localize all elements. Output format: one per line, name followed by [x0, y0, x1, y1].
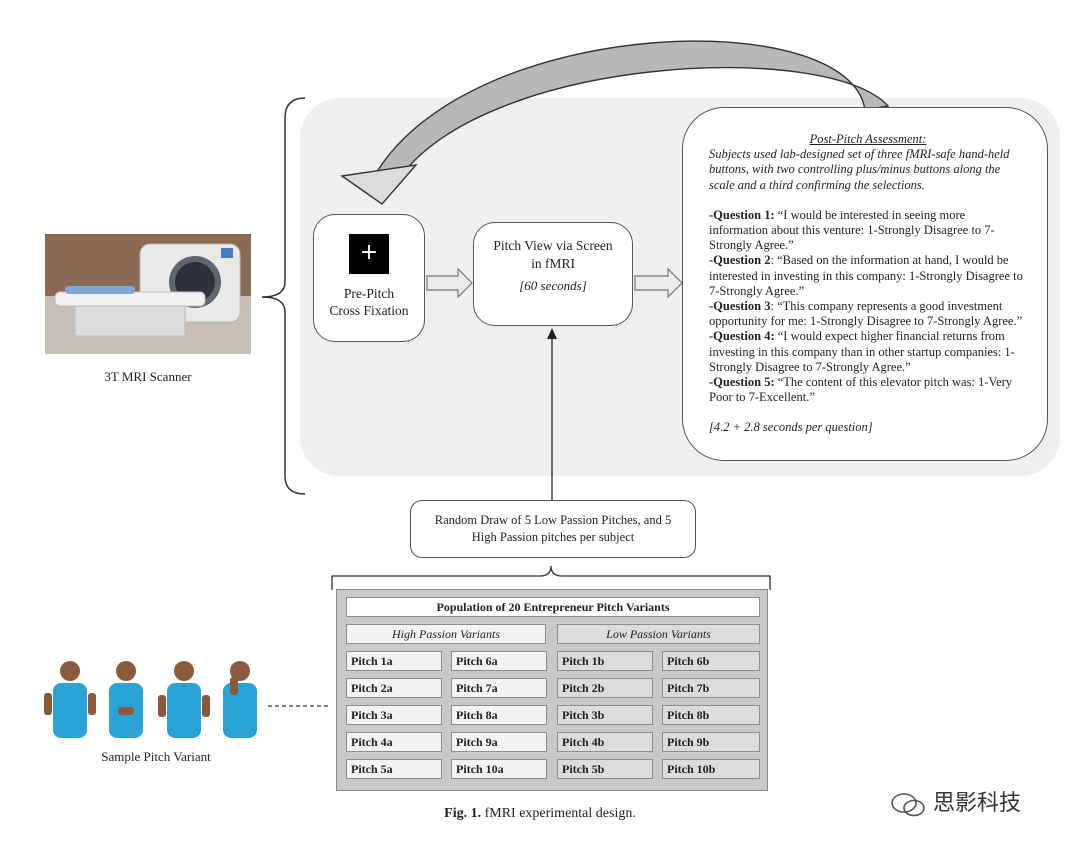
- figure-caption-prefix: Fig. 1.: [444, 806, 482, 821]
- pitch-cell: Pitch 8a: [451, 705, 547, 725]
- mri-scanner-drawing: [45, 234, 251, 354]
- pitch-duration: [60 seconds]: [519, 278, 587, 293]
- watermark-text: 思影科技: [933, 791, 1022, 816]
- wechat-icon: [891, 793, 925, 817]
- question-1-label: -Question 1:: [709, 207, 775, 222]
- question-3-label: -Question 3: [709, 299, 771, 314]
- watermark-logo: 思影科技: [890, 785, 1021, 817]
- pitch-cell: Pitch 7b: [662, 678, 760, 698]
- pitch-cell: Pitch 10a: [451, 759, 547, 779]
- question-2: -Question 2: “Based on the information a…: [709, 253, 1027, 299]
- pitch-view-title: Pitch View via Screen in fMRI: [493, 238, 613, 271]
- cross-to-pitch-arrow: [426, 267, 473, 299]
- pitch-cell: Pitch 4b: [557, 732, 653, 752]
- pitch-cell: Pitch 5b: [557, 759, 653, 779]
- question-5-label: -Question 5:: [709, 375, 775, 390]
- pitch-cell: Pitch 2a: [346, 678, 442, 698]
- pitch-cell: Pitch 2b: [557, 678, 653, 698]
- figure-caption-text: fMRI experimental design.: [481, 806, 636, 821]
- return-arrowhead: [340, 164, 418, 205]
- post-pitch-intro: Subjects used lab-designed set of three …: [709, 147, 1010, 192]
- question-timing: [4.2 + 2.8 seconds per question]: [709, 420, 873, 435]
- presenter-figure-4: [223, 661, 257, 738]
- pitch-cell: Pitch 10b: [662, 759, 760, 779]
- figure-caption: Fig. 1. fMRI experimental design.: [0, 806, 1080, 822]
- presenter-figure-3: [158, 661, 210, 738]
- presenter-figure-2: [109, 661, 143, 738]
- post-pitch-assessment-box: Post-Pitch Assessment: Subjects used lab…: [682, 107, 1048, 461]
- pitch-cell: Pitch 8b: [662, 705, 760, 725]
- scanner-bracket: [261, 97, 306, 495]
- pitch-cell: Pitch 6a: [451, 651, 547, 671]
- cross-fixation-label: Pre-Pitch Cross Fixation: [329, 286, 409, 318]
- pitch-cell: Pitch 3b: [557, 705, 653, 725]
- sample-pitch-label: Sample Pitch Variant: [101, 749, 211, 764]
- pitch-cell: Pitch 5a: [346, 759, 442, 779]
- pitch-cell: Pitch 3a: [346, 705, 442, 725]
- question-3: -Question 3: “This company represents a …: [709, 299, 1027, 329]
- table-bracket: [331, 565, 771, 590]
- presenter-figure-1: [44, 661, 96, 738]
- pitch-to-post-arrow: [634, 267, 683, 299]
- random-to-pitch-arrowhead: [547, 328, 557, 339]
- sample-pitch-figures: [44, 661, 257, 738]
- question-4-text: “I would expect higher financial returns…: [709, 329, 1015, 374]
- pitch-cell: Pitch 7a: [451, 678, 547, 698]
- question-5-text: “The content of this elevator pitch was:…: [709, 375, 1013, 405]
- pitch-cell: Pitch 1a: [346, 651, 442, 671]
- question-5: -Question 5: “The content of this elevat…: [709, 375, 1027, 405]
- pitch-view-box: Pitch View via Screen in fMRI [60 second…: [473, 222, 633, 326]
- pitch-cell: Pitch 4a: [346, 732, 442, 752]
- question-2-label: -Question 2: [709, 253, 771, 268]
- pitch-cell: Pitch 6b: [662, 651, 760, 671]
- pitch-cell: Pitch 9a: [451, 732, 547, 752]
- mri-scanner-label: 3T MRI Scanner: [104, 369, 192, 384]
- question-2-text: : “Based on the information at hand, I w…: [709, 253, 1023, 298]
- random-draw-box: Random Draw of 5 Low Passion Pitches, an…: [410, 500, 696, 558]
- population-table-title: Population of 20 Entrepreneur Pitch Vari…: [346, 597, 760, 617]
- post-pitch-title: Post-Pitch Assessment:: [809, 132, 927, 146]
- question-1-text: “I would be interested in seeing more in…: [709, 207, 995, 253]
- population-table: Population of 20 Entrepreneur Pitch Vari…: [336, 589, 768, 791]
- high-passion-header: High Passion Variants: [346, 624, 546, 644]
- low-passion-header: Low Passion Variants: [557, 624, 760, 644]
- pre-pitch-cross-box: + Pre-Pitch Cross Fixation: [313, 214, 425, 342]
- question-3-text: : “This company represents a good invest…: [709, 299, 1023, 329]
- mri-scanner-photo: [45, 234, 251, 354]
- fixation-cross-icon: +: [349, 234, 389, 274]
- question-4-label: -Question 4:: [709, 329, 775, 344]
- question-4: -Question 4: “I would expect higher fina…: [709, 329, 1027, 375]
- question-1: -Question 1: “I would be interested in s…: [709, 208, 1027, 254]
- pitch-cell: Pitch 9b: [662, 732, 760, 752]
- pitch-cell: Pitch 1b: [557, 651, 653, 671]
